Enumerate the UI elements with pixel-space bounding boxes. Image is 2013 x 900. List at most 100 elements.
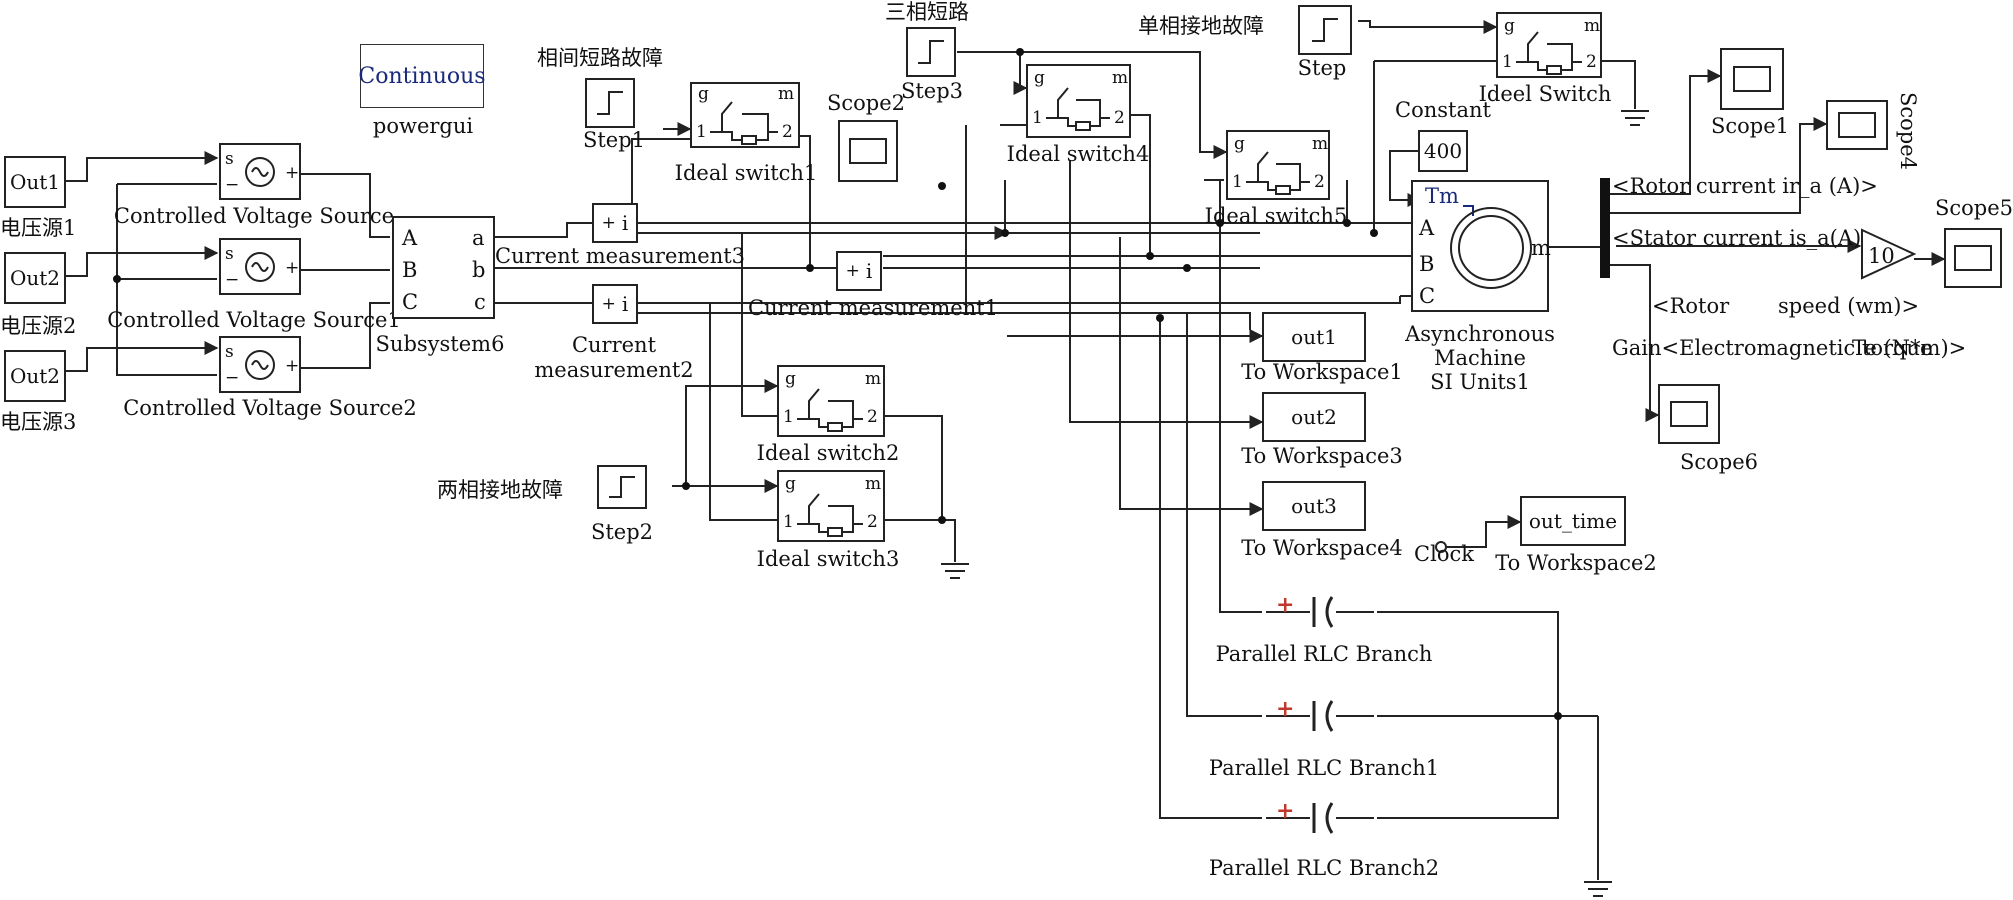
scope2-label: Scope2 bbox=[826, 91, 906, 115]
ac-source-icon bbox=[245, 251, 275, 282]
rlc2-plus-marker: + bbox=[1276, 798, 1295, 824]
tw4-label: To Workspace4 bbox=[1241, 536, 1403, 560]
sw3-port-m: m bbox=[865, 474, 882, 494]
step1-block[interactable] bbox=[585, 78, 635, 128]
scope-icon bbox=[849, 138, 887, 164]
sw4-label: Ideal switch4 bbox=[1006, 142, 1150, 166]
subsystem-in-b: B bbox=[402, 258, 418, 282]
sw6-port-g: g bbox=[1504, 16, 1515, 36]
rlc-branch-label: Parallel RLC Branch bbox=[1215, 642, 1433, 666]
sw3-port-g: g bbox=[785, 474, 796, 494]
out3-text: Out2 bbox=[9, 364, 61, 388]
step2-block[interactable] bbox=[597, 465, 647, 509]
ws1-var: out1 bbox=[1291, 325, 1337, 349]
sw1-label: Ideal switch1 bbox=[674, 161, 818, 185]
sw1-port-1: 1 bbox=[696, 122, 707, 142]
current-measurement3[interactable]: +i bbox=[592, 203, 638, 243]
step-icon bbox=[609, 476, 635, 498]
cvs-port-s: s bbox=[225, 149, 234, 169]
sw5-port-g: g bbox=[1234, 134, 1245, 154]
step-block[interactable] bbox=[1298, 5, 1352, 55]
cvs1-label: Controlled Voltage Source1 bbox=[107, 308, 401, 332]
constant-block[interactable]: 400 bbox=[1418, 130, 1468, 172]
rotor-current-signal: <Rotor current ir_a (A)> bbox=[1612, 174, 1878, 198]
sw2-port-1: 1 bbox=[783, 407, 794, 427]
scope-icon bbox=[1954, 245, 1992, 271]
ac-source-icon bbox=[245, 156, 275, 187]
rlc-branch2-label: Parallel RLC Branch2 bbox=[1208, 856, 1440, 880]
switch-icon bbox=[1046, 87, 1110, 131]
step3-block[interactable] bbox=[906, 27, 956, 77]
motor-icon bbox=[1450, 205, 1532, 289]
to-workspace3-block[interactable]: out2 bbox=[1262, 392, 1366, 442]
cm2-i: i bbox=[621, 292, 629, 316]
cm3-i: i bbox=[621, 211, 629, 235]
controlled-voltage-source2[interactable]: s − + bbox=[219, 336, 301, 393]
step-icon bbox=[918, 40, 944, 64]
scope4-block[interactable] bbox=[1826, 100, 1888, 150]
scope2-block[interactable] bbox=[838, 120, 898, 182]
cm2-label: Current measurement2 bbox=[534, 333, 694, 383]
cm3-label: Current measurement3 bbox=[495, 244, 746, 268]
sw3-port-2: 2 bbox=[867, 512, 878, 532]
fault-two-label: 两相接地故障 bbox=[437, 478, 563, 502]
sw3-port-1: 1 bbox=[783, 512, 794, 532]
subsystem6-block[interactable]: A B C a b c bbox=[392, 216, 495, 319]
sw4-port-g: g bbox=[1034, 68, 1045, 88]
ideal-switch3[interactable]: g m 1 2 bbox=[777, 470, 885, 542]
cvs2-port-minus: − bbox=[225, 368, 240, 388]
tw1-label: To Workspace1 bbox=[1241, 360, 1403, 384]
out3-block[interactable]: Out2 bbox=[4, 350, 66, 402]
out2-block[interactable]: Out2 bbox=[4, 252, 66, 304]
scope5-block[interactable] bbox=[1944, 228, 2002, 288]
gain-block[interactable] bbox=[1860, 228, 1918, 280]
ideel-switch[interactable]: g m 1 2 bbox=[1496, 12, 1602, 78]
scope1-block[interactable] bbox=[1720, 48, 1784, 110]
sw6-port-1: 1 bbox=[1502, 52, 1513, 72]
sw1-port-m: m bbox=[778, 84, 795, 104]
current-measurement1[interactable]: +i bbox=[836, 251, 882, 291]
cm1-plus: + bbox=[845, 261, 860, 281]
asynchronous-machine-block[interactable]: Tm A B C m bbox=[1411, 180, 1551, 312]
subsystem-in-a: A bbox=[402, 226, 418, 250]
scope5-label: Scope5 bbox=[1935, 196, 2013, 220]
to-workspace2-block[interactable]: out_time bbox=[1520, 496, 1626, 546]
ideal-switch2[interactable]: g m 1 2 bbox=[777, 365, 885, 437]
controlled-voltage-source1[interactable]: s − + bbox=[219, 238, 301, 295]
powergui-block[interactable]: Continuous bbox=[358, 44, 486, 108]
gain-torque-signal: Gain<Electromagnetic torque bbox=[1612, 336, 1933, 360]
ideal-switch5[interactable]: g m 1 2 bbox=[1226, 130, 1330, 200]
subsystem-out-a: a bbox=[472, 226, 485, 250]
cvs1-port-s: s bbox=[225, 244, 234, 264]
ws4-var: out3 bbox=[1291, 494, 1337, 518]
sw5-port-2: 2 bbox=[1314, 172, 1325, 192]
bus-selector-bar[interactable] bbox=[1600, 178, 1610, 278]
step-label: Step bbox=[1297, 56, 1347, 80]
sw1-port-2: 2 bbox=[782, 122, 793, 142]
cvs2-port-s: s bbox=[225, 342, 234, 362]
machine-a-port: A bbox=[1419, 216, 1435, 240]
scope6-block[interactable] bbox=[1658, 384, 1720, 444]
sw3-label: Ideal switch3 bbox=[756, 547, 900, 571]
sw4-port-m: m bbox=[1112, 68, 1129, 88]
out1-block[interactable]: Out1 bbox=[4, 156, 66, 208]
current-measurement2[interactable]: +i bbox=[592, 284, 638, 324]
ideal-switch1[interactable]: g m 1 2 bbox=[690, 82, 800, 148]
rotor-speed-signal-2: speed (wm)> bbox=[1778, 294, 1920, 318]
rlc-branch1-label: Parallel RLC Branch1 bbox=[1208, 756, 1440, 780]
subsystem-out-c: c bbox=[474, 290, 486, 314]
powergui-mode: Continuous bbox=[358, 63, 486, 89]
to-workspace4-block[interactable]: out3 bbox=[1262, 481, 1366, 531]
powergui-label: powergui bbox=[372, 114, 474, 138]
switch-icon bbox=[797, 493, 863, 537]
sw2-port-g: g bbox=[785, 369, 796, 389]
cvs1-port-plus: + bbox=[285, 258, 300, 278]
ac-source-icon bbox=[245, 349, 275, 380]
rlc1-plus-marker: + bbox=[1276, 696, 1295, 722]
fault-three-label: 三相短路 bbox=[885, 0, 969, 24]
to-workspace1-block[interactable]: out1 bbox=[1262, 312, 1366, 362]
sw2-label: Ideal switch2 bbox=[756, 441, 900, 465]
controlled-voltage-source[interactable]: s − + bbox=[219, 143, 301, 200]
subsystem6-label: Subsystem6 bbox=[375, 332, 505, 356]
ideal-switch4[interactable]: g m 1 2 bbox=[1026, 64, 1131, 138]
